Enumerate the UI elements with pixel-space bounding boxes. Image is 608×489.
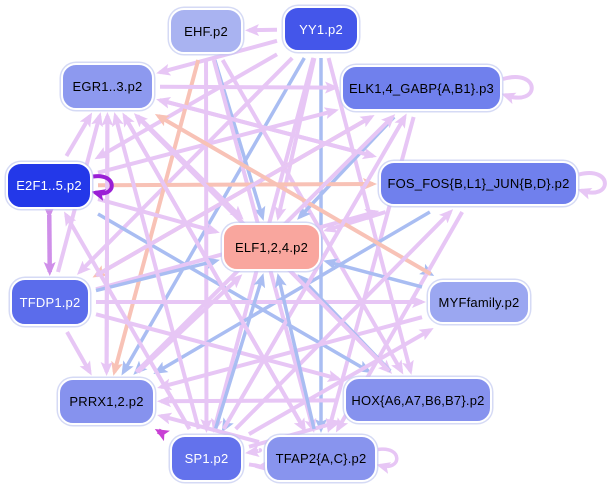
- node-label-egr: EGR1..3.p2: [72, 79, 143, 94]
- edge-fos-prrx: [153, 210, 431, 375]
- edge-ehf-hox: [220, 59, 404, 375]
- node-label-tfap2: TFAP2{A,C}.p2: [275, 451, 367, 466]
- edge-sp1-elk: [221, 113, 407, 431]
- edge-fos-egr: [156, 96, 374, 158]
- node-sp1[interactable]: SP1.p2: [170, 435, 243, 482]
- edge-tfap2-egr: [122, 112, 306, 430]
- edge-tfap2-elf: [274, 273, 316, 430]
- edge-myf-prrx: [157, 315, 423, 391]
- node-label-yy1: YY1.p2: [299, 21, 343, 37]
- node-fos[interactable]: FOS_FOS{B,L1}_JUN{B,D}.p2: [379, 161, 578, 206]
- node-label-elk: ELK1,4_GABP{A,B1}.p3: [349, 80, 494, 96]
- node-tfap2[interactable]: TFAP2{A,C}.p2: [265, 435, 377, 482]
- edge-yy1-egr: [156, 38, 278, 76]
- edge-tfap2-sp1: [245, 445, 263, 458]
- edge-tfap2-tfap2: [376, 447, 399, 474]
- edge-e2f-elf: [97, 197, 220, 235]
- node-elk[interactable]: ELK1,4_GABP{A,B1}.p3: [341, 65, 502, 111]
- edge-fos-fos: [577, 171, 607, 200]
- node-label-hox: HOX{A6,A7,B6,B7}.p2: [351, 392, 485, 408]
- edge-e2f-elk: [97, 107, 339, 175]
- edge-prrx-egr: [101, 112, 114, 373]
- node-label-sp1: SP1.p2: [184, 451, 229, 466]
- node-label-ehf: EHF.p2: [184, 23, 228, 39]
- edge-sp1-prrx: [154, 428, 170, 442]
- edge-e2f-egr: [64, 112, 93, 158]
- edge-e2f-e2f: [91, 174, 114, 201]
- node-e2f[interactable]: E2F1..5.p2: [6, 162, 92, 209]
- edge-yy1-prrx: [121, 57, 306, 376]
- node-label-fos: FOS_FOS{B,L1}_JUN{B,D}.p2: [387, 176, 570, 191]
- edge-sp1-tfap2: [248, 459, 270, 472]
- node-label-tfdp: TFDP1.p2: [19, 294, 81, 310]
- edge-sp1-hox: [248, 419, 342, 449]
- edge-sp1-fos: [234, 209, 454, 431]
- edge-sp1-elf: [213, 273, 266, 430]
- node-label-elf: ELF1,2,4.p2: [234, 239, 309, 255]
- edge-myf-egr: [154, 113, 432, 276]
- node-label-myf: MYFfamily.p2: [438, 294, 520, 310]
- edge-prrx-elf: [136, 274, 243, 374]
- node-yy1[interactable]: YY1.p2: [283, 6, 359, 52]
- node-egr[interactable]: EGR1..3.p2: [61, 63, 154, 110]
- node-hox[interactable]: HOX{A6,A7,B6,B7}.p2: [344, 377, 492, 423]
- node-label-prrx: PRRX1,2.p2: [69, 394, 144, 409]
- node-label-e2f: E2F1..5.p2: [16, 178, 82, 193]
- edge-e2f-fos: [97, 178, 377, 191]
- node-elf[interactable]: ELF1,2,4.p2: [222, 223, 321, 271]
- node-ehf[interactable]: EHF.p2: [169, 8, 243, 54]
- edge-elk-elk: [501, 75, 534, 105]
- node-tfdp[interactable]: TFDP1.p2: [10, 278, 90, 326]
- edge-myf-elf: [323, 258, 423, 289]
- edge-tfdp-elk: [95, 115, 375, 278]
- node-myf[interactable]: MYFfamily.p2: [428, 280, 530, 324]
- edge-sp1-egr: [112, 112, 201, 430]
- edge-sp1-myf: [248, 328, 434, 436]
- edge-sp1-e2f: [64, 211, 192, 430]
- edge-egr-elk: [159, 81, 339, 94]
- edge-tfap2-prrx: [157, 412, 260, 444]
- node-prrx[interactable]: PRRX1,2.p2: [58, 378, 155, 425]
- edge-tfdp-prrx: [65, 331, 92, 376]
